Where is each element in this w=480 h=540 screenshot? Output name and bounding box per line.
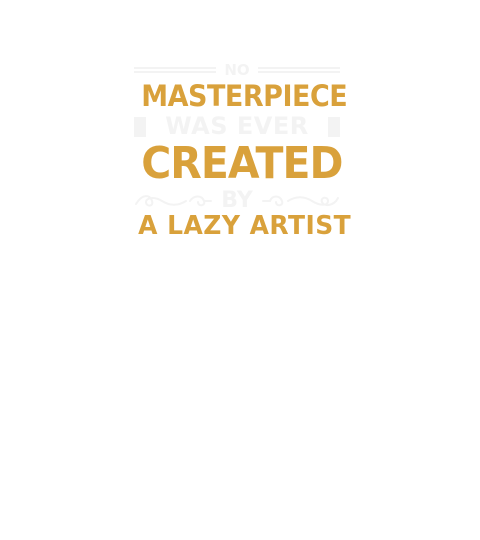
right-block-decoration — [328, 117, 340, 137]
left-rule-decoration — [134, 67, 216, 73]
left-flourish-icon — [135, 195, 212, 207]
quote-design: NO MASTERPIECE WAS EVER CREATED BY A LAZ… — [134, 62, 352, 242]
row-no: NO — [134, 62, 340, 78]
words-a-lazy-artist: A LAZY ARTIST — [138, 211, 352, 241]
word-masterpiece: MASTERPIECE — [141, 79, 348, 113]
words-was-ever: WAS EVER — [165, 112, 309, 140]
word-created: CREATED — [141, 138, 343, 189]
row-was-ever: WAS EVER — [134, 114, 340, 138]
word-by: BY — [221, 188, 253, 213]
word-no: NO — [224, 61, 250, 79]
row-by: BY — [134, 188, 340, 212]
right-flourish-icon — [262, 195, 339, 207]
right-rule-decoration — [258, 67, 340, 73]
left-block-decoration — [134, 117, 146, 137]
